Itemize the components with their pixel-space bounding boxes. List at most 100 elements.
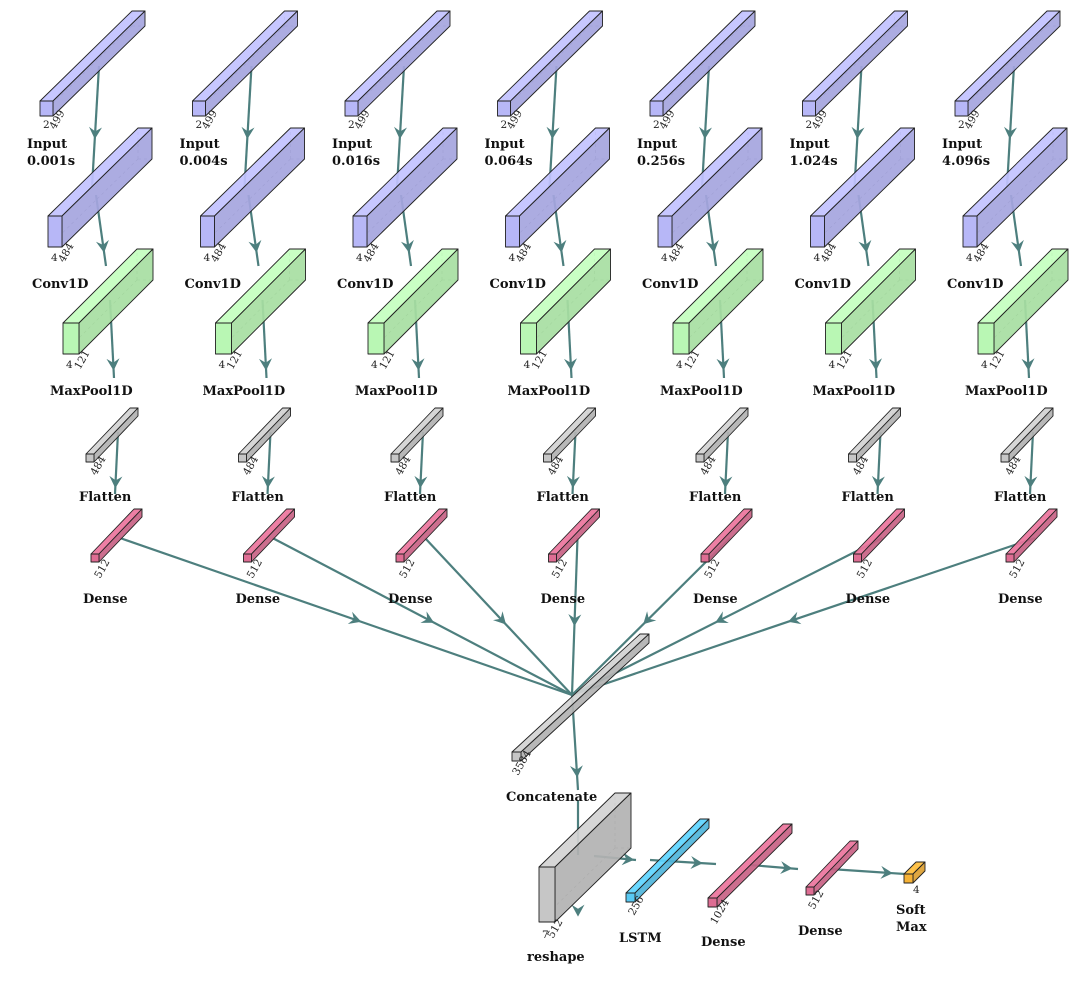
branch-7-arrow-input-conv: [1004, 65, 1017, 188]
branch-6-conv1d-dim-1: 4: [814, 252, 821, 264]
branch-6-input-label: Input: [790, 137, 830, 152]
reshape-label: reshape: [527, 950, 585, 965]
concatenate-block: [511, 633, 650, 762]
branch-5-arrow-input-conv: [699, 65, 712, 188]
converge-arrow-6: [571, 537, 883, 696]
branch-4-conv1d-label: Conv1D: [490, 277, 546, 292]
dense-512-block: [805, 840, 859, 896]
branch-2-arrow-input-conv: [241, 65, 255, 188]
branch-3-maxpool-dim-1: 4: [371, 359, 378, 371]
branch-1-dense-label: Dense: [83, 592, 128, 607]
branch-5-dense-block: [700, 508, 753, 563]
branch-4-arrow-input-conv: [546, 65, 560, 188]
branch-3-conv1d-dim-1: 4: [356, 252, 363, 264]
branch-3-flatten-label: Flatten: [384, 490, 437, 505]
branch-5-maxpool-block: [672, 248, 764, 355]
branch-1-input-time: 0.001s: [27, 154, 75, 169]
branch-2-dense-label: Dense: [236, 592, 281, 607]
branch-5-maxpool-label: MaxPool1D: [660, 384, 743, 399]
concatenate-label: Concatenate: [506, 790, 597, 805]
branch-3-input-time: 0.016s: [332, 154, 380, 169]
branch-3-conv1d-block: [352, 127, 458, 248]
branch-6-conv1d-block: [810, 127, 915, 248]
branch-5-input-label: Input: [637, 137, 677, 152]
branch-1-input-label: Input: [27, 137, 67, 152]
reshape-block: [538, 792, 632, 923]
branch-6-input-dim-1: 2: [806, 119, 813, 131]
converge-arrow-2: [271, 537, 573, 696]
branch-3-input-block: [344, 10, 451, 117]
converge-arrow-5: [571, 537, 731, 696]
branch-3-flatten-block: [390, 407, 444, 463]
branch-6-arrow-input-conv: [851, 65, 865, 188]
layer-blocks: [39, 10, 1069, 923]
branch-1-arrow-input-conv: [89, 65, 102, 188]
branch-4-conv1d-block: [505, 127, 610, 248]
branch-4-input-block: [497, 10, 603, 117]
branch-5-conv1d-block: [657, 127, 763, 248]
branch-4-input-time: 0.064s: [485, 154, 533, 169]
branch-7-input-label: Input: [942, 137, 982, 152]
branch-3-input-dim-1: 2: [348, 119, 355, 131]
branch-2-conv1d-label: Conv1D: [185, 277, 241, 292]
branch-6-maxpool-block: [825, 248, 916, 355]
branch-4-conv1d-dim-1: 4: [509, 252, 516, 264]
branch-1-flatten-label: Flatten: [79, 490, 132, 505]
branch-7-dense-block: [1005, 508, 1058, 563]
branch-4-dense-block: [548, 508, 600, 563]
branch-7-flatten-block: [1000, 407, 1054, 463]
branch-7-conv1d-dim-1: 4: [966, 252, 973, 264]
branch-5-input-time: 0.256s: [637, 154, 685, 169]
reshape-dim-1: 7: [542, 929, 549, 941]
branch-2-arrow-flatten-dense: [261, 431, 275, 495]
branch-2-maxpool-label: MaxPool1D: [203, 384, 286, 399]
softmax-label-2: Max: [896, 920, 927, 935]
branch-1-maxpool-dim-1: 4: [66, 359, 73, 371]
dense-1024-label: Dense: [701, 935, 746, 950]
branch-1-maxpool-block: [62, 248, 154, 355]
branch-3-dense-label: Dense: [388, 592, 433, 607]
softmax-block: [903, 861, 926, 884]
branch-5-conv1d-label: Conv1D: [642, 277, 698, 292]
branch-1-dense-block: [90, 508, 143, 563]
branch-5-arrow-flatten-dense: [719, 431, 733, 495]
dense-1024-block: [707, 823, 793, 908]
branch-6-input-time: 1.024s: [790, 154, 838, 169]
branch-1-maxpool-label: MaxPool1D: [50, 384, 133, 399]
converge-arrow-1: [119, 536, 573, 697]
branch-2-input-dim-1: 2: [196, 119, 203, 131]
branch-5-maxpool-dim-1: 4: [676, 359, 683, 371]
branch-7-input-block: [954, 10, 1061, 117]
converge-arrow-3: [424, 537, 573, 696]
dense-512-label: Dense: [798, 924, 843, 939]
branch-2-input-block: [192, 10, 298, 117]
branch-1-arrow-flatten-dense: [109, 431, 123, 495]
branch-7-conv1d-label: Conv1D: [947, 277, 1003, 292]
arrow-dense2-softmax: [829, 865, 906, 879]
lstm-label: LSTM: [619, 931, 662, 946]
branch-2-input-label: Input: [180, 137, 220, 152]
softmax-label-1: Soft: [896, 903, 926, 918]
branch-6-arrow-flatten-dense: [871, 431, 885, 495]
branch-2-dense-block: [243, 508, 295, 563]
branch-2-flatten-block: [238, 407, 291, 463]
branch-2-maxpool-dim-1: 4: [219, 359, 226, 371]
branch-6-conv1d-label: Conv1D: [795, 277, 851, 292]
branch-4-input-dim-1: 2: [501, 119, 508, 131]
branch-6-flatten-block: [848, 407, 901, 463]
branch-3-dense-block: [395, 508, 448, 563]
branch-3-arrow-flatten-dense: [414, 431, 428, 495]
branch-2-conv1d-dim-1: 4: [204, 252, 211, 264]
branch-7-maxpool-dim-1: 4: [981, 359, 988, 371]
branch-5-input-dim-1: 2: [653, 119, 660, 131]
branch-3-conv1d-label: Conv1D: [337, 277, 393, 292]
connection-arrows: [89, 65, 1038, 917]
branch-5-flatten-block: [695, 407, 749, 463]
branch-3-arrow-input-conv: [394, 65, 407, 188]
converge-arrow-4: [568, 537, 582, 696]
lstm-block: [625, 818, 710, 903]
branch-1-conv1d-dim-1: 4: [51, 252, 58, 264]
branch-4-arrow-flatten-dense: [566, 431, 580, 495]
